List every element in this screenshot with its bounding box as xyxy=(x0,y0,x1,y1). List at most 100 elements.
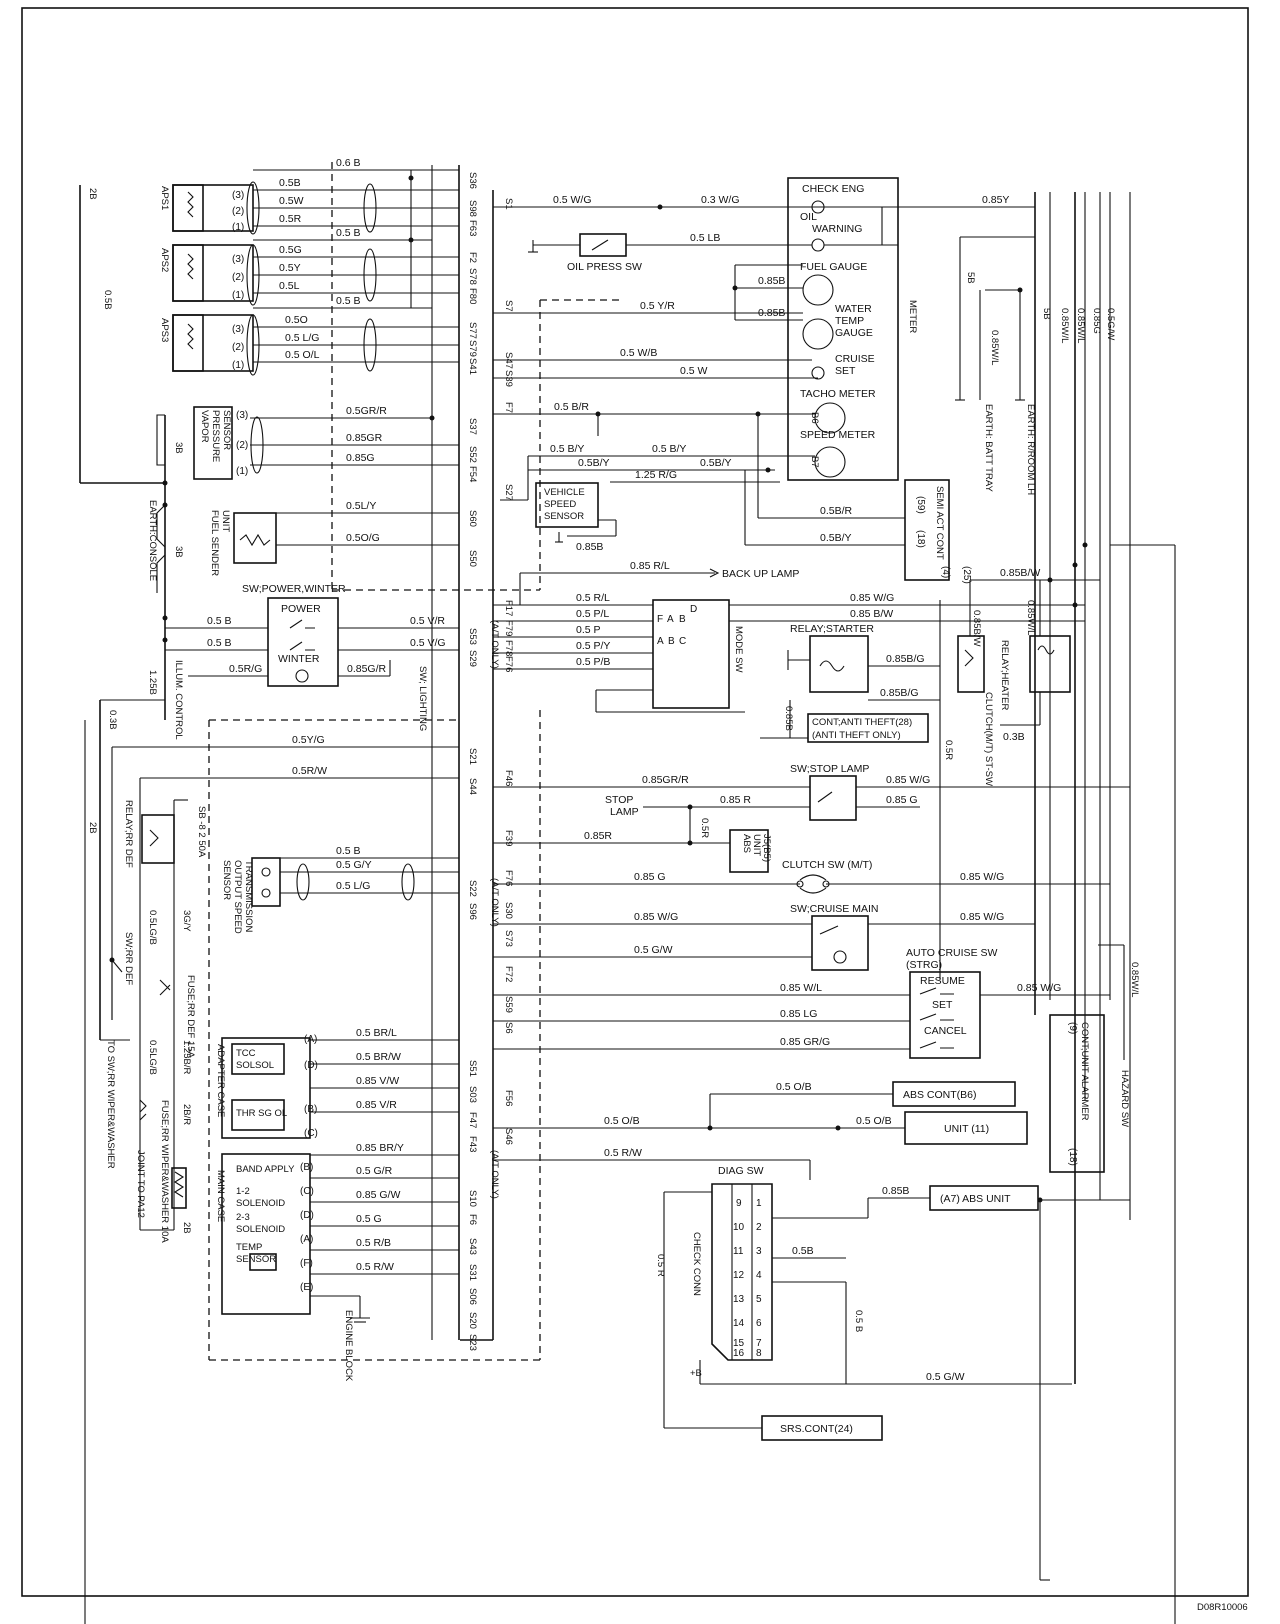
svg-text:RELAY;STARTER: RELAY;STARTER xyxy=(790,623,874,635)
svg-text:0.85W/L: 0.85W/L xyxy=(1129,962,1140,997)
svg-text:0.5L: 0.5L xyxy=(279,280,300,292)
svg-text:0.85 B/W: 0.85 B/W xyxy=(850,608,893,620)
svg-text:0.5 P/L: 0.5 P/L xyxy=(576,608,609,620)
svg-text:TRANSMISSION: TRANSMISSION xyxy=(243,860,254,932)
svg-text:(4): (4) xyxy=(940,566,951,578)
svg-text:SET: SET xyxy=(932,999,953,1011)
svg-text:0.85Y: 0.85Y xyxy=(982,194,1009,206)
svg-text:0.5 G/R: 0.5 G/R xyxy=(356,1165,393,1177)
svg-text:UNIT: UNIT xyxy=(220,510,231,532)
svg-text:0.5 G/W: 0.5 G/W xyxy=(634,944,673,956)
svg-text:0.5Y/G: 0.5Y/G xyxy=(292,734,325,746)
svg-text:0.5LG/B: 0.5LG/B xyxy=(147,1040,158,1075)
svg-text:(D): (D) xyxy=(304,1060,318,1071)
svg-text:(D): (D) xyxy=(300,1210,314,1221)
svg-text:S50: S50 xyxy=(467,550,478,567)
svg-text:OIL PRESS SW: OIL PRESS SW xyxy=(567,261,642,273)
svg-text:0.5 O/L: 0.5 O/L xyxy=(285,349,320,361)
svg-text:MODE SW: MODE SW xyxy=(733,626,744,672)
svg-text:S51: S51 xyxy=(467,1060,478,1077)
svg-text:S59: S59 xyxy=(503,996,514,1013)
svg-text:SOLENOID: SOLENOID xyxy=(236,1224,285,1235)
svg-text:S10: S10 xyxy=(467,1190,478,1207)
svg-text:SW;POWER,WINTER: SW;POWER,WINTER xyxy=(242,583,346,595)
svg-text:0.85 W/G: 0.85 W/G xyxy=(886,774,930,786)
svg-text:3G/Y: 3G/Y xyxy=(181,910,192,932)
relay-starter: RELAY;STARTER 0.85B/G 0.85B/G CONT;ANTI … xyxy=(760,623,940,743)
semi-act-cont: SEMI ACT CONT (59) (18) (4) (25) 0.5B/R … xyxy=(744,414,972,584)
svg-text:SOLENOID: SOLENOID xyxy=(236,1198,285,1209)
svg-text:0.85B: 0.85B xyxy=(576,541,603,553)
svg-text:0.5 B/R: 0.5 B/R xyxy=(554,401,589,413)
svg-text:(2): (2) xyxy=(236,440,248,451)
svg-text:(2): (2) xyxy=(232,272,244,283)
svg-text:S29: S29 xyxy=(467,650,478,667)
svg-text:(3): (3) xyxy=(236,410,248,421)
svg-text:S44: S44 xyxy=(467,778,478,795)
svg-text:6: 6 xyxy=(756,1318,762,1329)
svg-text:UNIT (11): UNIT (11) xyxy=(944,1123,989,1135)
svg-text:7: 7 xyxy=(756,1338,762,1349)
svg-text:0.5 LB: 0.5 LB xyxy=(690,232,720,244)
svg-text:BACK UP LAMP: BACK UP LAMP xyxy=(722,568,799,580)
svg-text:(F): (F) xyxy=(300,1258,313,1269)
svg-text:F54: F54 xyxy=(467,466,478,482)
svg-text:0.85G: 0.85G xyxy=(1091,308,1102,334)
svg-text:0.6 B: 0.6 B xyxy=(336,157,361,169)
svg-text:(STRG): (STRG) xyxy=(906,959,942,971)
svg-text:5: 5 xyxy=(756,1294,762,1305)
svg-text:S23: S23 xyxy=(467,1334,478,1351)
svg-text:F46: F46 xyxy=(503,770,514,786)
page-frame xyxy=(21,7,1249,1597)
svg-text:CRUISE: CRUISE xyxy=(835,353,875,365)
svg-text:S06: S06 xyxy=(467,1288,478,1305)
left-bus-pin-labels: S36 S98 F63 F2 S78 F80 S77 S79 S41 S37 S… xyxy=(467,172,478,1351)
svg-text:2B: 2B xyxy=(87,188,98,200)
svg-text:F63: F63 xyxy=(467,220,478,236)
switch-stop-lamp: SW;STOP LAMP 0.85GR/R 0.85 W/G STOP LAMP… xyxy=(493,763,1130,821)
svg-text:16: 16 xyxy=(733,1348,745,1359)
svg-text:0.5 R/B: 0.5 R/B xyxy=(356,1237,391,1249)
svg-text:0.3B: 0.3B xyxy=(1003,731,1025,743)
svg-text:PRESSURE: PRESSURE xyxy=(210,410,221,462)
svg-text:VEHICLE: VEHICLE xyxy=(544,487,585,498)
svg-text:0.5 B: 0.5 B xyxy=(336,845,361,857)
svg-text:0.5 P/Y: 0.5 P/Y xyxy=(576,640,610,652)
auto-cruise-switch: AUTO CRUISE SW (STRG) RESUME SET CANCEL … xyxy=(493,947,1110,1059)
svg-text:0.85 W/L: 0.85 W/L xyxy=(780,982,822,994)
svg-text:0.5 W: 0.5 W xyxy=(680,365,708,377)
svg-text:2B: 2B xyxy=(181,1222,192,1234)
svg-text:S46: S46 xyxy=(503,1128,514,1145)
svg-text:(18): (18) xyxy=(915,530,926,548)
svg-text:0.5O/G: 0.5O/G xyxy=(346,532,380,544)
svg-text:0.85 W/G: 0.85 W/G xyxy=(1017,982,1061,994)
svg-text:APS1: APS1 xyxy=(159,186,170,210)
svg-text:F56: F56 xyxy=(503,1090,514,1106)
diag-pins: 9 1 10 2 11 3 12 4 13 5 14 6 15 7 16 8 xyxy=(733,1198,762,1359)
svg-text:S60: S60 xyxy=(467,510,478,527)
adapter-case: ADAPTER CASE TCC SOLSOL THR SG OL (A) (D… xyxy=(215,1027,459,1139)
svg-text:B: B xyxy=(679,614,686,625)
svg-text:0.85 LG: 0.85 LG xyxy=(780,1008,817,1020)
meter-wires: 0.5 W/G 0.3 W/G 0.85Y OIL PRESS SW 0.5 L… xyxy=(493,194,1035,436)
abs-cont-box: ABS CONT(B6) 0.5 O/B xyxy=(707,1081,1016,1131)
svg-text:0.5B: 0.5B xyxy=(102,290,113,310)
svg-text:0.5 P/B: 0.5 P/B xyxy=(576,656,610,668)
svg-text:0.85W/L: 0.85W/L xyxy=(1075,308,1086,343)
diag-check-connector: DIAG SW 0.5 R/W 9 1 10 2 11 3 12 4 13 5 … xyxy=(493,1147,1072,1428)
svg-text:0.5R: 0.5R xyxy=(699,818,710,838)
svg-text:S96: S96 xyxy=(467,903,478,920)
svg-text:0.85B/W: 0.85B/W xyxy=(971,610,982,646)
svg-text:0.5LG/B: 0.5LG/B xyxy=(147,910,158,945)
svg-text:(1): (1) xyxy=(236,466,248,477)
svg-text:F: F xyxy=(657,614,663,625)
unit-11-box: UNIT (11) 0.5 O/B 0.5 O/B xyxy=(493,1111,1028,1145)
svg-text:(C): (C) xyxy=(304,1128,318,1139)
svg-text:0.5G/W: 0.5G/W xyxy=(1105,308,1116,340)
svg-text:F17: F17 xyxy=(503,600,514,616)
svg-text:S27: S27 xyxy=(503,484,514,501)
svg-text:0.5 O/B: 0.5 O/B xyxy=(856,1115,892,1127)
srs-cont-box: SRS.CONT(24) xyxy=(664,1415,883,1441)
svg-text:FUSE;RR DEF 15A: FUSE;RR DEF 15A xyxy=(185,975,196,1059)
svg-text:TACHO METER: TACHO METER xyxy=(800,388,876,400)
